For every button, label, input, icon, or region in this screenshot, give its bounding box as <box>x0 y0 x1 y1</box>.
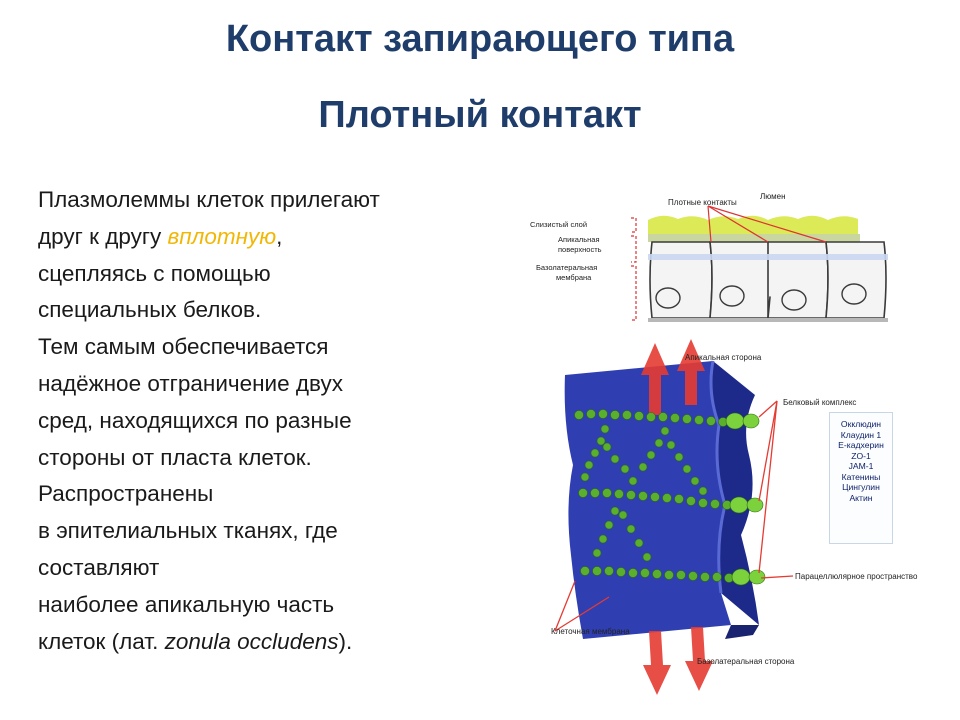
nucleus <box>841 283 867 305</box>
legend-item: E-кадхерин <box>838 440 884 450</box>
text-line: составляют <box>38 554 160 580</box>
text-line: Тем самым обеспечивается <box>38 334 329 360</box>
layer-brackets <box>631 217 637 321</box>
slide-title: Контакт запирающего типа <box>225 18 735 60</box>
strand-top <box>574 409 728 427</box>
arrow-up <box>641 343 669 415</box>
nucleus <box>719 285 745 307</box>
body-text: Плазмолеммы клеток прилегают друг к друг… <box>38 182 508 660</box>
legend-item: ZO-1 <box>851 450 871 461</box>
arrow-down <box>643 631 671 695</box>
nucleus <box>655 287 681 309</box>
label-paracellular: Парацеллюлярное пространство <box>795 572 918 581</box>
protein-complex-node <box>748 569 766 585</box>
arrow-up <box>677 339 705 405</box>
label-cell-membrane: Клеточная мембрана <box>551 627 630 636</box>
slide-subtitle: Плотный контакт <box>318 94 642 136</box>
latin-term: zonula occludens <box>164 628 339 654</box>
nucleus-group <box>655 283 867 311</box>
flow-arrows <box>641 339 713 695</box>
protein-complex-node <box>746 497 764 513</box>
text-fragment: клеток (лат. <box>38 628 165 654</box>
text-line: Распространены <box>38 481 214 507</box>
strand-middle <box>578 488 732 510</box>
arrow-down <box>685 627 713 691</box>
legend-item: Цингулин <box>842 482 880 492</box>
label-basolateral: мембрана <box>556 273 592 282</box>
protein-complex-node <box>725 412 745 430</box>
text-line: сцепляясь с помощью <box>38 260 271 286</box>
text-fragment: друг к другу <box>38 223 168 249</box>
protein-complex-node <box>731 568 751 586</box>
label-lumen: Люмен <box>760 192 786 201</box>
label-apical: Апикальная <box>558 235 600 244</box>
protein-complex-node <box>742 413 760 429</box>
apical-surface <box>648 234 860 242</box>
legend-item: Катенины <box>841 471 881 482</box>
cell <box>825 241 887 319</box>
cell <box>649 241 713 319</box>
complex-nodes <box>725 412 766 586</box>
basal-band <box>648 318 888 322</box>
text-line: Плазмолеммы клеток прилегают <box>38 187 380 212</box>
text-line: сред, находящихся по разные <box>38 407 352 433</box>
protein-complex-node <box>729 496 749 514</box>
label-mucus: Слизистый слой <box>530 220 587 229</box>
strand-diagonal <box>580 424 708 562</box>
text-fragment: ). <box>338 628 353 654</box>
text-line: друг к другу вплотную, <box>38 219 508 256</box>
text-line: клеток (лат. zonula occludens). <box>38 624 508 661</box>
mucus-layer <box>648 215 858 240</box>
lateral-band <box>648 254 888 260</box>
text-line: надёжное отграничение двух <box>38 370 343 396</box>
accent-word: вплотную <box>167 223 277 249</box>
label-basolateral-side: Базолатеральная сторона <box>697 657 795 666</box>
pointer-lines <box>554 400 794 632</box>
protein-strands <box>574 409 766 586</box>
legend-item: Клаудин 1 <box>840 429 882 440</box>
legend-item: JAM-1 <box>848 461 874 471</box>
cell-row <box>649 241 887 319</box>
strand-bottom <box>580 566 734 583</box>
text-line: специальных белков. <box>38 297 262 323</box>
text-fragment: , <box>276 223 283 249</box>
legend-item: Окклюдин <box>840 419 882 429</box>
tight-junction-diagram: Апикальная сторона Белковый комплекс Пар… <box>551 339 918 695</box>
cell <box>767 241 829 319</box>
membrane-side <box>725 625 759 639</box>
label-apical: поверхность <box>558 245 602 254</box>
cell <box>709 241 771 319</box>
text-line: наиболее апикальную часть <box>38 591 335 617</box>
nucleus <box>781 289 807 311</box>
text-line: стороны от пласта клеток. <box>38 444 312 470</box>
membrane-edge <box>709 360 727 594</box>
label-basolateral: Базолатеральная <box>536 263 597 272</box>
junction-pointers <box>707 205 827 243</box>
label-apical-side: Апикальная сторона <box>685 353 762 362</box>
protein-legend: Окклюдин Клаудин 1 E-кадхерин ZO-1 JAM-1… <box>829 412 893 544</box>
label-protein-complex: Белковый комплекс <box>783 398 856 407</box>
membrane-right <box>711 361 759 625</box>
legend-item: Актин <box>849 492 873 503</box>
label-tight-junctions: Плотные контакты <box>668 198 737 207</box>
text-line: в эпителиальных тканях, где <box>38 518 338 544</box>
epithelium-diagram: Люмен Плотные контакты Слизистый слой Ап… <box>530 192 888 322</box>
